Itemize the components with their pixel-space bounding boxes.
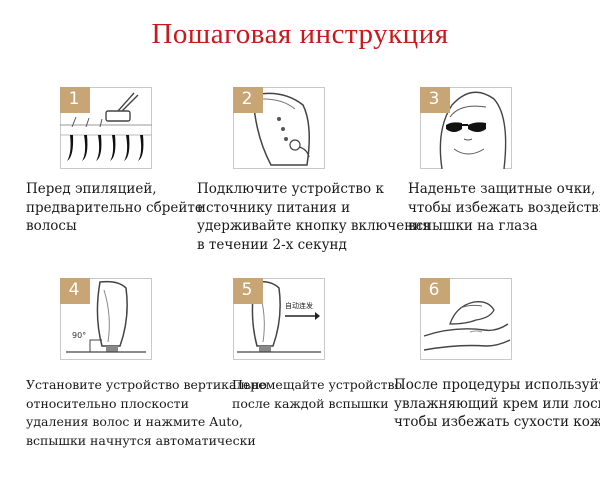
device-power-button-icon: [252, 92, 310, 166]
step-4-illustration: 90° 4: [60, 278, 152, 360]
arrow-label: 自动连发: [285, 301, 313, 310]
step-1-caption: Перед эпиляцией, предварительно сбрейте …: [26, 181, 203, 234]
step-1-illustration: 1: [60, 87, 152, 169]
step-1-number: 1: [68, 89, 80, 109]
page-title: Пошаговая инструкция: [151, 18, 449, 50]
step-4-caption: Установите устройство вертикально относи…: [26, 377, 268, 448]
step-6-caption: После процедуры используйте увлажняющий …: [394, 377, 600, 430]
step-2-caption: Подключите устройство к источнику питани…: [197, 181, 431, 253]
step-5-illustration: 自动连发 5: [233, 278, 325, 360]
step-3-caption: Наденьте защитные очки, чтобы избежать в…: [408, 181, 600, 234]
step-4-number: 4: [68, 280, 80, 300]
arm-applying-cream-icon: [423, 301, 511, 351]
device-90-degree-icon: 90°: [66, 280, 146, 353]
step-3-number: 3: [428, 89, 440, 109]
step-6-illustration: 6: [420, 278, 512, 360]
razor-shaving-hair-icon: [60, 92, 152, 161]
woman-protective-glasses-icon: [439, 91, 507, 169]
step-2-number: 2: [241, 89, 253, 109]
step-3-illustration: 3: [420, 87, 512, 169]
device-auto-slide-arrow-icon: 自动连发: [237, 280, 321, 353]
step-5-caption: Перемещайте устройство после каждой вспы…: [232, 377, 403, 411]
step-2-illustration: 2: [233, 87, 325, 169]
step-6-number: 6: [428, 280, 440, 300]
angle-label: 90°: [72, 331, 86, 340]
step-5-number: 5: [241, 280, 253, 300]
